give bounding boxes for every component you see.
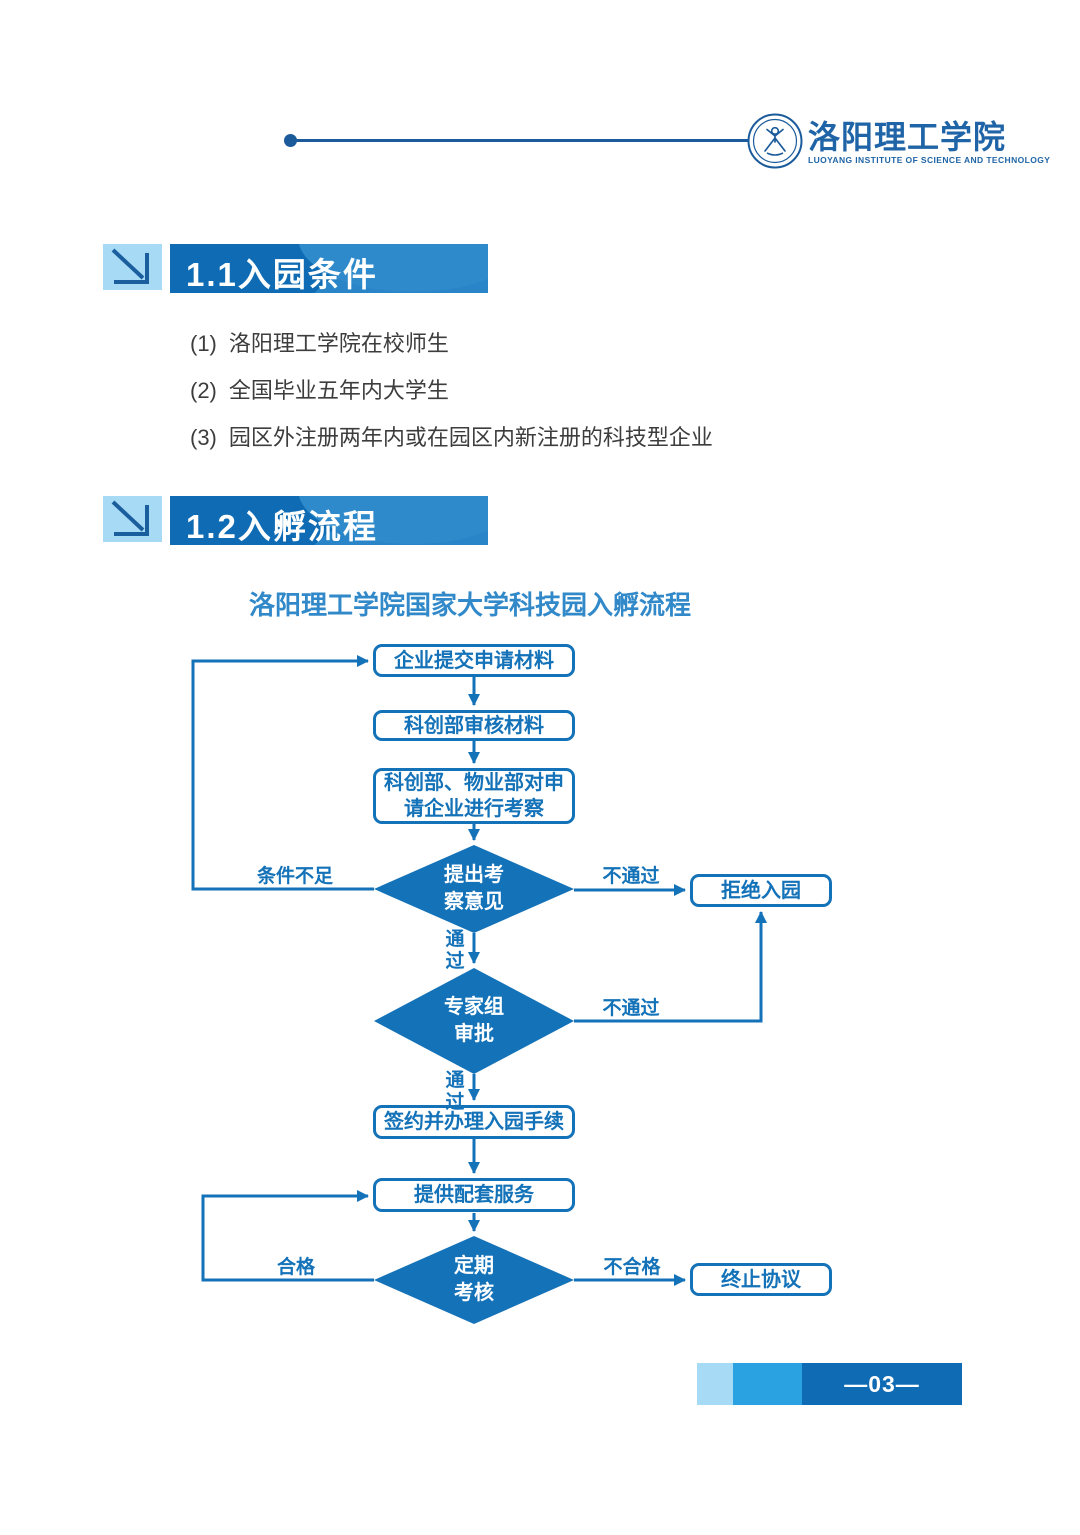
edge-label-unqualified: 不合格 — [603, 1257, 661, 1278]
footer-block-light — [697, 1363, 733, 1405]
item-number: (3) — [190, 425, 217, 450]
page-number: —03— — [844, 1370, 920, 1397]
section-title-bar: 1.2入孵流程 — [170, 496, 488, 545]
edge-label-qualified: 合格 — [276, 1257, 315, 1278]
list-item: (2) 全国毕业五年内大学生 — [190, 377, 713, 405]
connector-insufficient-loop — [191, 655, 374, 891]
flow-node-review: 科创部审核材料 — [373, 710, 575, 741]
section-title-bar: 1.1入园条件 — [170, 244, 488, 293]
footer-block-dark: —03— — [802, 1363, 962, 1405]
item-text: 全国毕业五年内大学生 — [228, 378, 449, 403]
university-name-en: LUOYANG INSTITUTE OF SCIENCE AND TECHNOL… — [808, 155, 1051, 165]
edge-label-fail-1: 不通过 — [602, 866, 660, 887]
flow-node-service: 提供配套服务 — [373, 1178, 575, 1212]
decision-assess-label: 定期考核 — [454, 1255, 494, 1304]
edge-label-insufficient: 条件不足 — [256, 866, 333, 887]
decision-expert-label: 专家组审批 — [444, 996, 504, 1045]
item-number: (1) — [190, 331, 217, 356]
edge-label-fail-2: 不通过 — [602, 998, 660, 1019]
flow-node-inspect: 科创部、物业部对申请企业进行考察 — [373, 768, 575, 824]
conditions-list: (1) 洛阳理工学院在校师生 (2) 全国毕业五年内大学生 (3) 园区外注册两… — [190, 330, 713, 471]
flow-node-sign: 签约并办理入园手续 — [373, 1105, 575, 1139]
flow-node-submit: 企业提交申请材料 — [373, 644, 575, 677]
item-text: 洛阳理工学院在校师生 — [228, 331, 449, 356]
section-title: 1.2入孵流程 — [186, 508, 378, 545]
edge-label-pass-1: 通过 — [445, 929, 465, 973]
section-corner-icon — [103, 496, 162, 542]
list-item: (1) 洛阳理工学院在校师生 — [190, 330, 713, 358]
university-logo-emblem-icon — [747, 113, 803, 169]
decision-opinion-label: 提出考察意见 — [444, 864, 504, 913]
flow-node-reject: 拒绝入园 — [690, 874, 832, 907]
section-title: 1.1入园条件 — [186, 256, 378, 293]
item-number: (2) — [190, 378, 217, 403]
flowchart-title: 洛阳理工学院国家大学科技园入孵流程 — [248, 590, 691, 620]
header-rule — [290, 139, 748, 142]
flow-node-terminate: 终止协议 — [690, 1263, 832, 1296]
edge-label-pass-2: 通过 — [445, 1070, 465, 1114]
list-item: (3) 园区外注册两年内或在园区内新注册的科技型企业 — [190, 424, 713, 452]
footer-block-mid — [733, 1363, 802, 1405]
item-text: 园区外注册两年内或在园区内新注册的科技型企业 — [228, 425, 713, 450]
university-name-cn: 洛阳理工学院 — [808, 119, 1007, 155]
section-corner-icon — [103, 244, 162, 290]
